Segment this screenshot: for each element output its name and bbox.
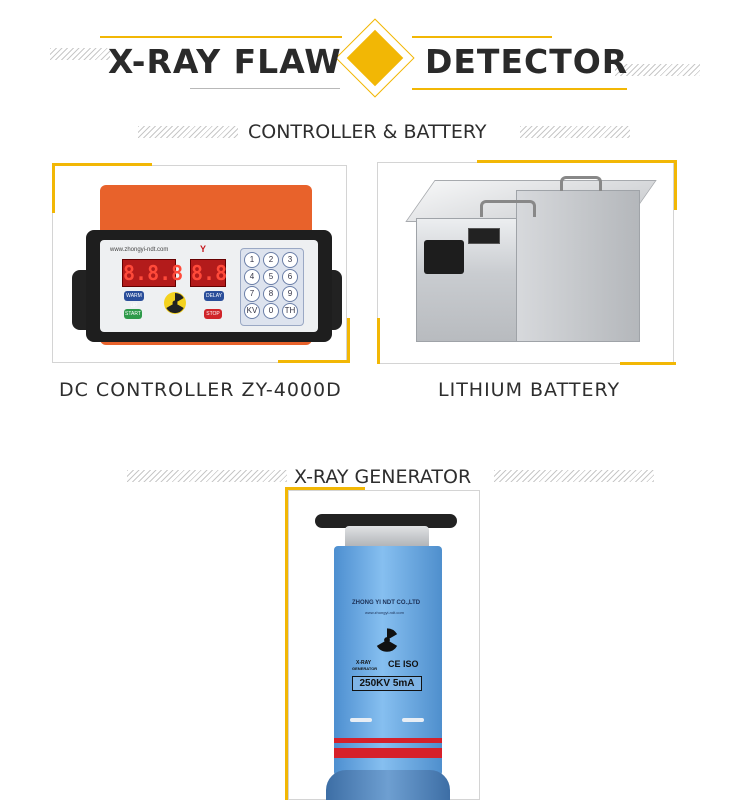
battery-meter bbox=[468, 228, 500, 244]
controller-corner-bottom bbox=[278, 360, 350, 363]
keypad-key-7[interactable]: 7 bbox=[244, 286, 260, 302]
battery-handle-back bbox=[560, 176, 602, 191]
keypad-key-1[interactable]: 1 bbox=[244, 252, 260, 268]
header-hatch-right bbox=[615, 64, 700, 76]
battery-side bbox=[516, 190, 640, 342]
header-gold-line-bottom bbox=[412, 88, 627, 90]
controller-corner-top bbox=[52, 163, 152, 166]
generator-rating: 250KV 5mA bbox=[352, 676, 422, 691]
keypad-key-6[interactable]: 6 bbox=[282, 269, 298, 285]
generator-vent-left bbox=[350, 718, 372, 722]
page-title-left: X-RAY FLAW bbox=[108, 42, 342, 81]
section1-hatch-left bbox=[138, 126, 238, 138]
section-title-controller-battery: CONTROLLER & BATTERY bbox=[248, 121, 487, 143]
generator-label-line2: GENERATOR bbox=[352, 666, 378, 671]
controller-frame bbox=[52, 165, 347, 363]
header-gold-line-top bbox=[100, 36, 342, 38]
section2-hatch-right bbox=[494, 470, 654, 482]
generator-brand: ZHONG YI NDT CO.,LTD bbox=[352, 600, 421, 606]
display-left: 8.8.8 bbox=[122, 259, 184, 287]
controller-website: www.zhongyi-ndt.com bbox=[110, 247, 169, 253]
keypad-key-8[interactable]: 8 bbox=[263, 286, 279, 302]
header-gold-line-top-right bbox=[412, 36, 552, 38]
generator-red-band-1 bbox=[334, 738, 442, 743]
section-title-xray-generator: X-RAY GENERATOR bbox=[294, 466, 472, 488]
stop-button[interactable]: STOP bbox=[204, 309, 222, 319]
generator-website: www.zhongyi-ndt.com bbox=[365, 610, 404, 615]
section1-hatch-right bbox=[520, 126, 630, 138]
controller-logo-icon: Y bbox=[200, 244, 207, 254]
battery-connector bbox=[424, 240, 464, 274]
header-hatch-left bbox=[50, 48, 110, 60]
generator-vent-right bbox=[402, 718, 424, 722]
keypad-key-5[interactable]: 5 bbox=[263, 269, 279, 285]
battery-handle-front bbox=[480, 200, 536, 217]
caption-dc-controller: DC CONTROLLER ZY-4000D bbox=[59, 379, 342, 401]
keypad-key-0[interactable]: 0 bbox=[263, 303, 279, 319]
battery-corner-bottom bbox=[620, 362, 676, 365]
warm-up-button[interactable]: WARM UP bbox=[124, 291, 144, 309]
controller-corner-left bbox=[52, 163, 55, 213]
caption-lithium-battery: LITHIUM BATTERY bbox=[438, 379, 621, 401]
battery-corner-right bbox=[674, 160, 677, 210]
controller-corner-right bbox=[347, 318, 350, 363]
battery-corner-top bbox=[477, 160, 677, 163]
generator-certs: CE ISO bbox=[388, 659, 419, 669]
delay-button[interactable]: DELAY bbox=[204, 291, 224, 301]
keypad-key-9[interactable]: 9 bbox=[282, 286, 298, 302]
keypad-key-4[interactable]: 4 bbox=[244, 269, 260, 285]
display-right: 8.8 bbox=[190, 259, 228, 287]
section2-hatch-left bbox=[127, 470, 287, 482]
generator-red-band-2 bbox=[334, 748, 442, 758]
battery-front bbox=[416, 218, 518, 342]
keypad-key-3[interactable]: 3 bbox=[282, 252, 298, 268]
keypad-key-kv[interactable]: KV bbox=[244, 303, 260, 319]
generator-corner-top bbox=[285, 487, 365, 490]
page-title-right: DETECTOR bbox=[425, 42, 629, 81]
keypad-key-2[interactable]: 2 bbox=[263, 252, 279, 268]
generator-base bbox=[326, 770, 450, 800]
generator-corner-left bbox=[285, 487, 288, 800]
start-button[interactable]: START bbox=[124, 309, 142, 319]
generator-radiation-icon bbox=[376, 628, 398, 652]
generator-top-handle bbox=[315, 514, 457, 528]
generator-body bbox=[334, 546, 442, 776]
generator-label-line1: X-RAY bbox=[356, 660, 372, 666]
battery-corner-left bbox=[377, 318, 380, 364]
keypad-key-th[interactable]: TH bbox=[282, 303, 298, 319]
radiation-icon bbox=[164, 292, 186, 314]
header-gray-line-bottom-left bbox=[190, 88, 340, 89]
